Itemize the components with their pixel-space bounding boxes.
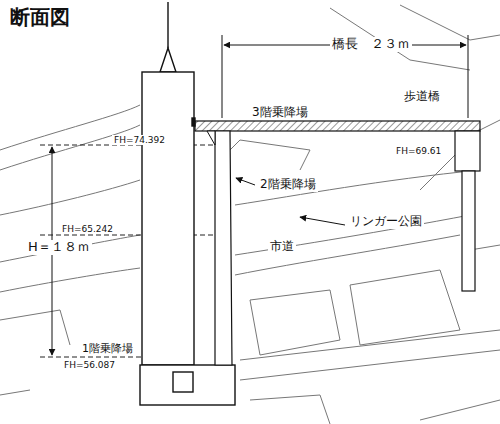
diagram-title: 断面図 xyxy=(8,6,72,29)
dimension-label: 橋長 ２３ｍ xyxy=(330,37,412,52)
floor-height: FH=65.242 xyxy=(60,224,115,234)
park-label: リンガー公園 xyxy=(348,215,424,229)
extension-line xyxy=(222,35,223,118)
road-label: 市道 xyxy=(268,240,296,254)
dimension-label: H＝１８ｍ xyxy=(26,240,92,255)
floor-height: FH=74.392 xyxy=(112,135,167,145)
map-background xyxy=(0,5,500,424)
floor-height: FH=56.087 xyxy=(62,360,117,370)
floor-height: FH=69.61 xyxy=(394,146,443,156)
landing-label: 3階乗降場 xyxy=(250,106,310,120)
pier-haunch xyxy=(207,131,215,145)
landing-label: 1階乗降場 xyxy=(80,343,135,356)
bridge-deck xyxy=(195,121,480,131)
leader-arrow xyxy=(236,178,255,185)
extension-line xyxy=(468,35,469,118)
abutment-column xyxy=(462,171,475,291)
abutment-box xyxy=(455,131,480,171)
elevator-tower xyxy=(140,2,235,405)
landing-label: 2階乗降場 xyxy=(258,178,318,192)
bridge-pier xyxy=(215,131,232,365)
bridge-label: 歩道橋 xyxy=(402,90,442,104)
leader-arrow xyxy=(300,217,345,225)
